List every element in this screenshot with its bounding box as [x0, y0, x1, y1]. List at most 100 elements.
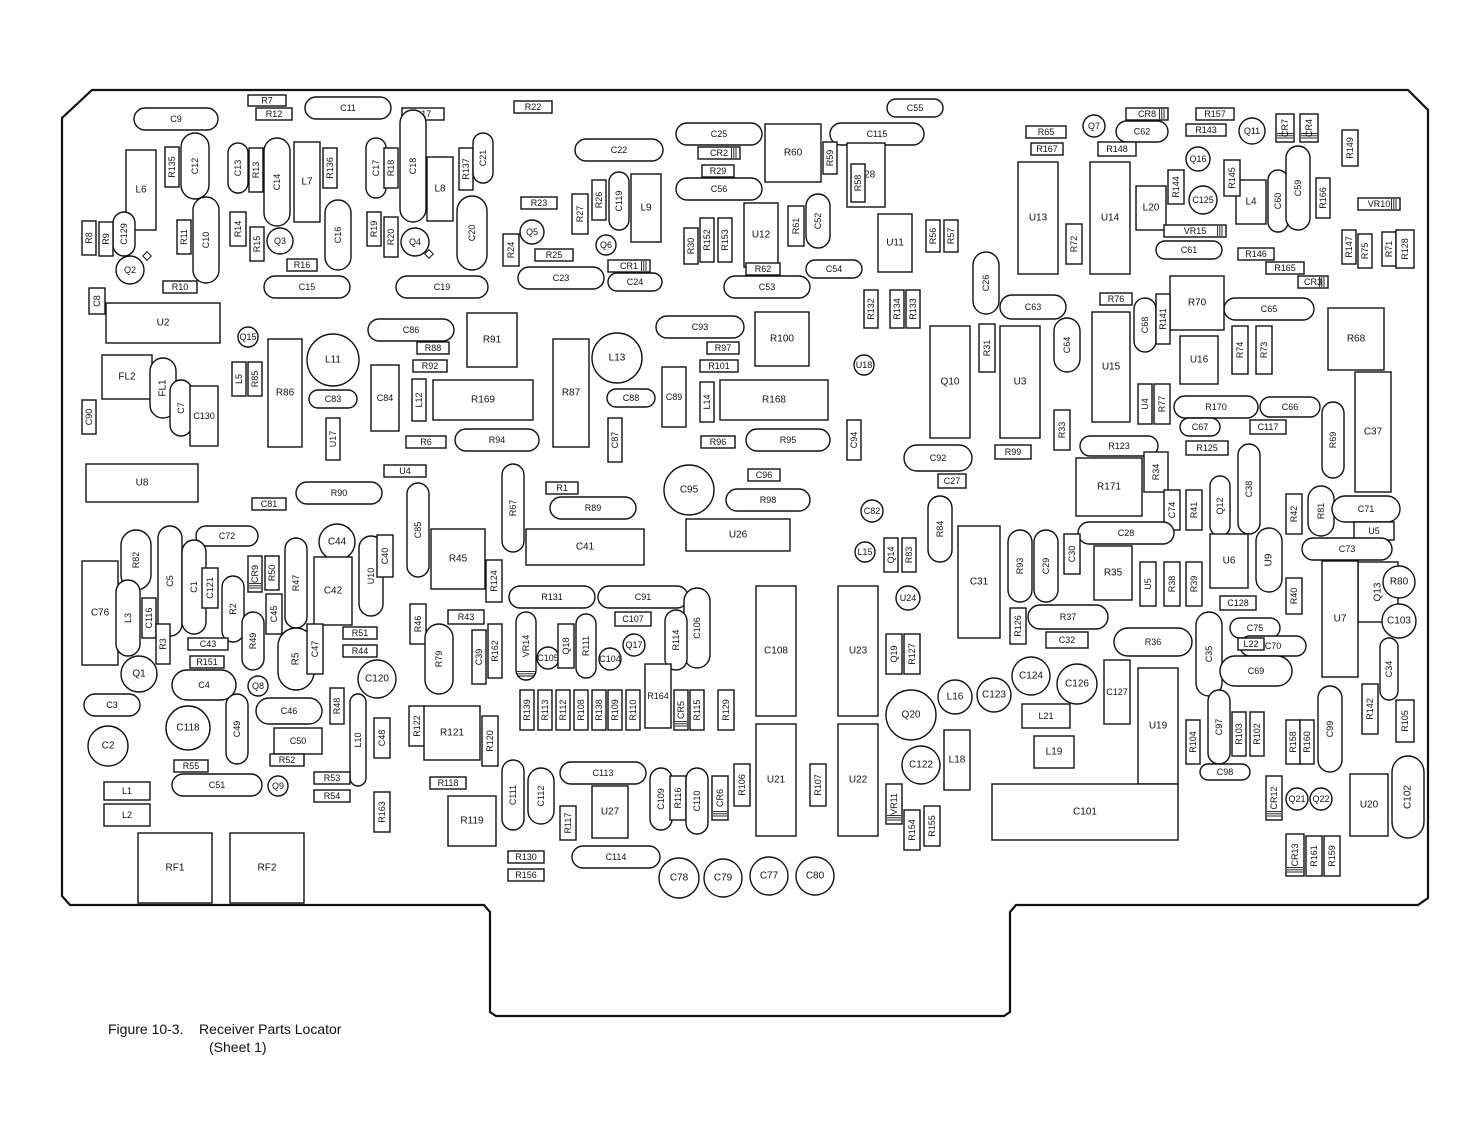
part-c81-label: C81	[261, 499, 278, 509]
part-c87-label: C87	[610, 432, 620, 449]
part-r29-body	[701, 164, 735, 178]
part-c75-label: C75	[1247, 623, 1264, 633]
part-c8-label: C8	[92, 295, 102, 307]
part-c73-body	[1301, 537, 1393, 561]
part-c21-body	[472, 132, 494, 184]
part-c69-body	[1219, 655, 1293, 687]
part-r50-label: R50	[267, 565, 277, 582]
part-r22-body	[513, 100, 553, 114]
part-fl1-label: FL1	[158, 379, 169, 397]
part-c54-label: C54	[826, 264, 843, 274]
part-r157-body	[1195, 107, 1235, 121]
part-c117-body	[1249, 419, 1287, 435]
part-c12-body	[180, 132, 210, 200]
part-l22-body	[1237, 637, 1265, 651]
part-r103-body	[1231, 711, 1247, 757]
part-r5-label: R5	[291, 652, 302, 665]
part-r158-label: R158	[1288, 731, 1298, 753]
part-r139-body	[519, 689, 535, 731]
part-r98-label: R98	[760, 495, 777, 505]
part-r3-body	[155, 623, 171, 665]
part-u19-label: U19	[1149, 721, 1168, 732]
part-r27-label: R27	[575, 206, 585, 223]
part-r7-body	[247, 94, 287, 107]
part-cr3-label: CR3	[1304, 277, 1322, 287]
part-r39-label: R39	[1189, 576, 1199, 593]
part-cr4-label: CR4	[1304, 119, 1314, 137]
part-r107-label: R107	[813, 774, 823, 796]
part-l21-label: L21	[1038, 711, 1053, 721]
part-r104-label: R104	[1188, 731, 1198, 753]
part-u19-body	[1137, 667, 1179, 785]
part-c35-label: C35	[1204, 646, 1214, 663]
part-r156-body	[507, 868, 545, 882]
part-r52-body	[269, 753, 305, 767]
part-cr6-label: CR6	[715, 789, 725, 807]
part-q3-body	[266, 227, 294, 255]
part-l13-label: L13	[609, 353, 626, 364]
part-r91-label: R91	[483, 335, 502, 346]
part-r62-label: R62	[755, 264, 772, 274]
part-r34-label: R34	[1151, 464, 1161, 481]
part-c67-label: C67	[1192, 422, 1209, 432]
part-r153-label: R153	[720, 229, 730, 251]
part-u12-label: U12	[752, 230, 771, 241]
part-c80-body	[795, 856, 835, 896]
part-r123-body	[1079, 435, 1159, 457]
part-r20-label: R20	[386, 229, 396, 246]
part-r77-label: R77	[1157, 396, 1167, 413]
part-l8-body	[426, 156, 454, 222]
part-r106-label: R106	[737, 774, 747, 796]
part-u23-label: U23	[849, 646, 868, 657]
part-r43-body	[447, 609, 485, 625]
part-q15-label: Q15	[239, 332, 256, 342]
part-u8-body	[85, 463, 199, 503]
part-c104-body	[598, 647, 622, 671]
part-r9-body	[98, 221, 114, 257]
part-r166-label: R166	[1318, 187, 1328, 209]
part-r129-body	[717, 689, 735, 731]
part-vr14-label: VR14	[521, 635, 531, 658]
part-r93-body	[1007, 529, 1033, 603]
part-c59-body	[1285, 145, 1311, 231]
part-r8-label: R8	[84, 232, 94, 244]
part-r107-body	[809, 763, 827, 807]
part-r44-body	[342, 644, 378, 658]
part-c106-label: C106	[692, 617, 702, 639]
part-r60-body	[764, 123, 822, 183]
part-r135-label: R135	[167, 156, 177, 178]
part-r134-label: R134	[892, 298, 902, 320]
part-q7-label: Q7	[1088, 121, 1100, 131]
part-u21-body	[755, 723, 797, 837]
part-u13-body	[1017, 161, 1059, 275]
part-r30-label: R30	[686, 238, 696, 255]
part-r171-label: R171	[1097, 482, 1121, 493]
part-c20-label: C20	[467, 225, 477, 242]
figure-number: Figure 10-3.	[108, 1021, 184, 1037]
part-c76-label: C76	[91, 608, 110, 619]
part-u16-body	[1179, 335, 1219, 385]
part-rf2-body	[229, 832, 305, 904]
q2-tab	[142, 251, 152, 261]
part-u17-label: U17	[328, 431, 338, 448]
part-l21-body	[1021, 703, 1071, 729]
part-r49-body	[241, 611, 265, 671]
part-c90-label: C90	[84, 409, 94, 426]
part-r33-label: R33	[1057, 422, 1067, 439]
part-r46-body	[409, 603, 427, 645]
part-r40-label: R40	[1289, 588, 1299, 605]
part-c122-label: C122	[909, 760, 933, 771]
part-r126-label: R126	[1013, 615, 1023, 637]
part-r87-label: R87	[562, 388, 581, 399]
part-c112-body	[527, 767, 555, 825]
part-r74-body	[1231, 325, 1249, 375]
part-c79-body	[703, 858, 743, 898]
part-r136-body	[322, 147, 338, 189]
part-c22-body	[574, 138, 664, 162]
part-r85-body	[247, 361, 263, 397]
part-r112-body	[555, 689, 571, 731]
part-q18-body	[557, 623, 575, 669]
part-r120-body	[481, 715, 499, 767]
part-c83-label: C83	[325, 394, 342, 404]
part-r22-label: R22	[525, 102, 542, 112]
